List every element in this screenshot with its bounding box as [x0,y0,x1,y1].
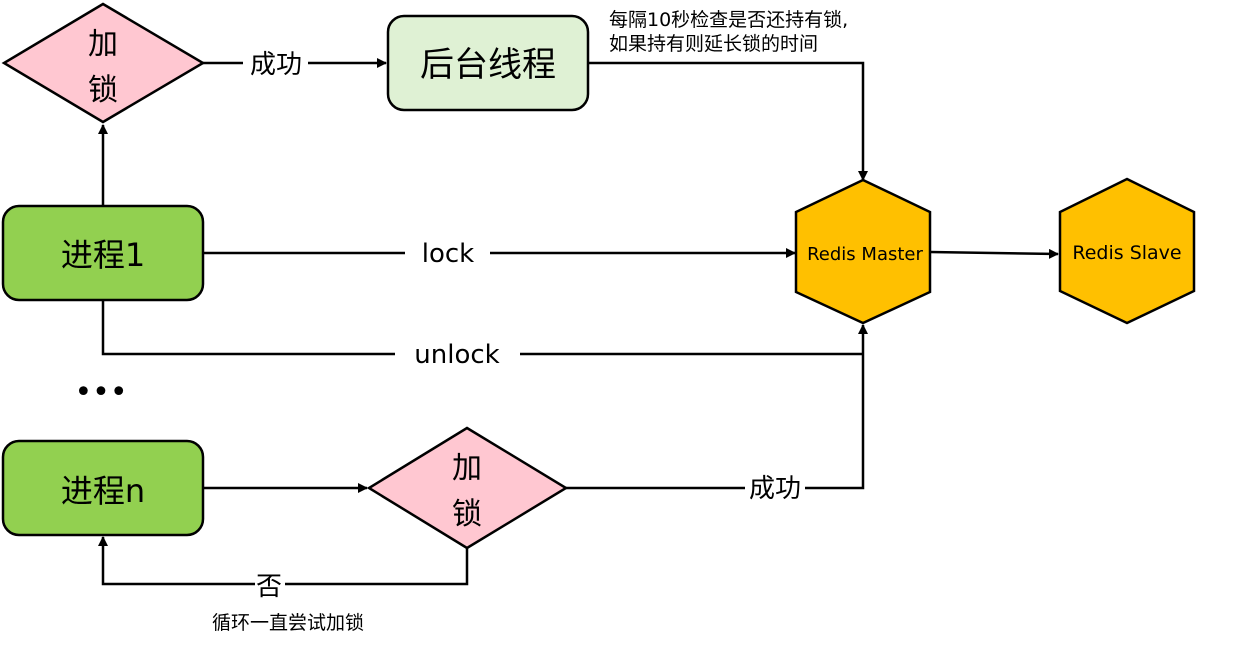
process1-label: 进程1 [61,236,145,274]
lock-diamond-top: 加 锁 [1,2,206,124]
annotation-renew-line1: 每隔10秒检查是否还持有锁, [609,9,848,31]
ellipsis: ••• [74,375,127,410]
process1-node: 进程1 [1,204,205,302]
lock-top-label-1: 加 [88,27,118,62]
annotation-retry: 循环一直尝试加锁 [212,612,364,634]
redis-master-node: Redis Master [794,178,932,325]
redis-slave-label: Redis Slave [1072,242,1181,264]
edge-master-to-slave [929,248,1059,259]
processn-node: 进程n [1,439,205,537]
edge-label-success-bottom: 成功 [749,474,801,504]
annotation-renew-line2: 如果持有则延长锁的时间 [609,33,818,55]
edge-unlock-line-a [101,300,395,356]
processn-label: 进程n [61,472,145,510]
edge-label-success-top: 成功 [250,50,302,80]
redis-master-label: Redis Master [807,244,923,265]
edge-thread-to-master [588,61,868,181]
edge-label-unlock: unlock [414,340,499,370]
background-thread-label: 后台线程 [420,45,556,85]
lock-diamond-bottom: 加 锁 [366,426,569,550]
edge-label-lock: lock [422,239,474,269]
lock-top-label-2: 锁 [88,73,118,108]
lock-bottom-label-1: 加 [452,451,482,486]
background-thread-node: 后台线程 [386,14,590,112]
edge-fail-loop-a [285,548,469,586]
edge-label-fail: 否 [256,572,282,602]
redis-slave-node: Redis Slave [1058,177,1196,325]
edge-fail-loop-b [98,536,255,586]
lock-bottom-label-2: 锁 [452,497,482,532]
edge-lock-bottom-success-b [805,324,868,490]
